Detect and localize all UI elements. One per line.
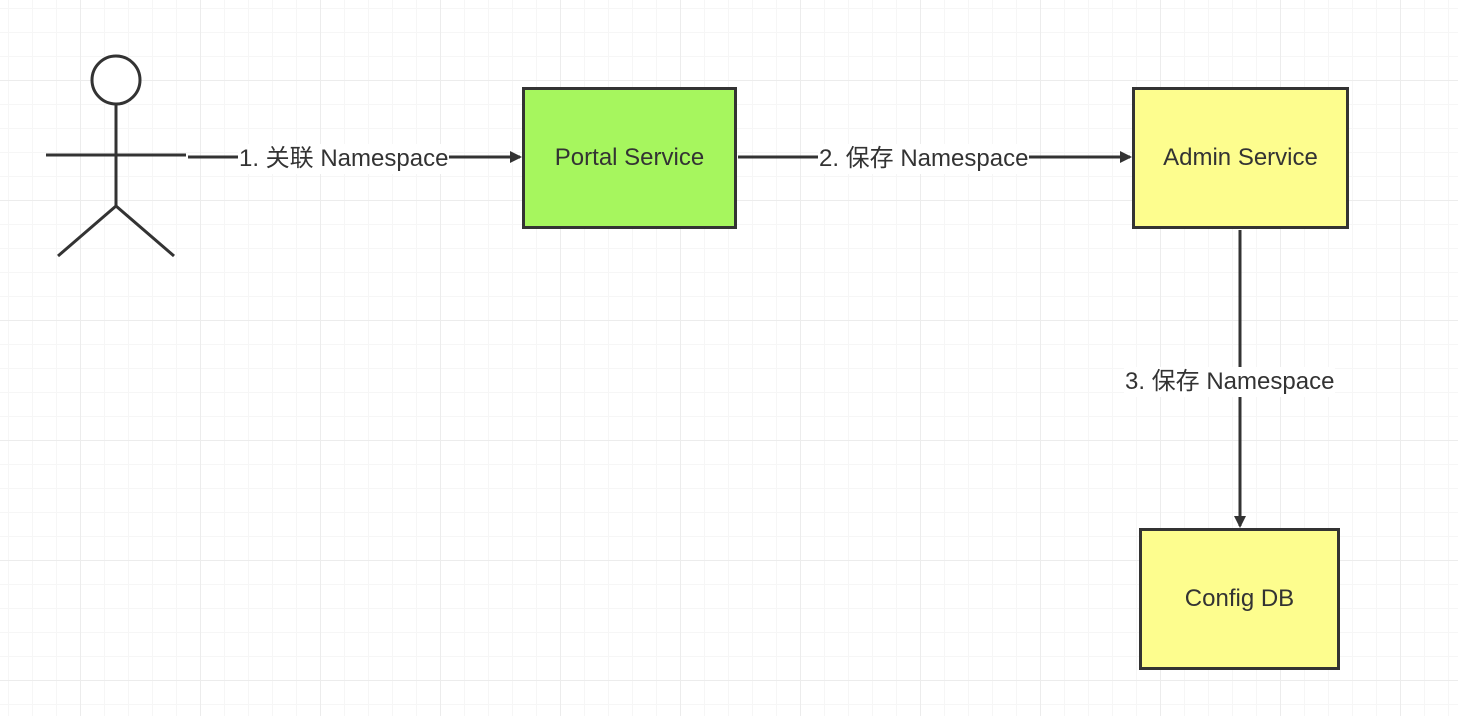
portal-service-label: Portal Service bbox=[554, 144, 705, 171]
portal-service-node[interactable]: Portal Service bbox=[522, 87, 737, 229]
edge-label-save-namespace-admin: 2. 保存 Namespace bbox=[818, 144, 1030, 174]
config-db-node[interactable]: Config DB bbox=[1139, 528, 1340, 670]
actor-right-leg bbox=[115, 204, 175, 258]
admin-service-node[interactable]: Admin Service bbox=[1132, 87, 1349, 229]
admin-service-label: Admin Service bbox=[1163, 144, 1318, 171]
edge-label-save-namespace-db: 3. 保存 Namespace bbox=[1124, 367, 1336, 397]
actor-stick-figure-icon bbox=[46, 54, 186, 258]
config-db-label: Config DB bbox=[1184, 585, 1295, 612]
actor-left-leg bbox=[57, 204, 117, 258]
actor-head bbox=[90, 54, 142, 106]
edge-label-associate-namespace: 1. 关联 Namespace bbox=[238, 144, 450, 174]
